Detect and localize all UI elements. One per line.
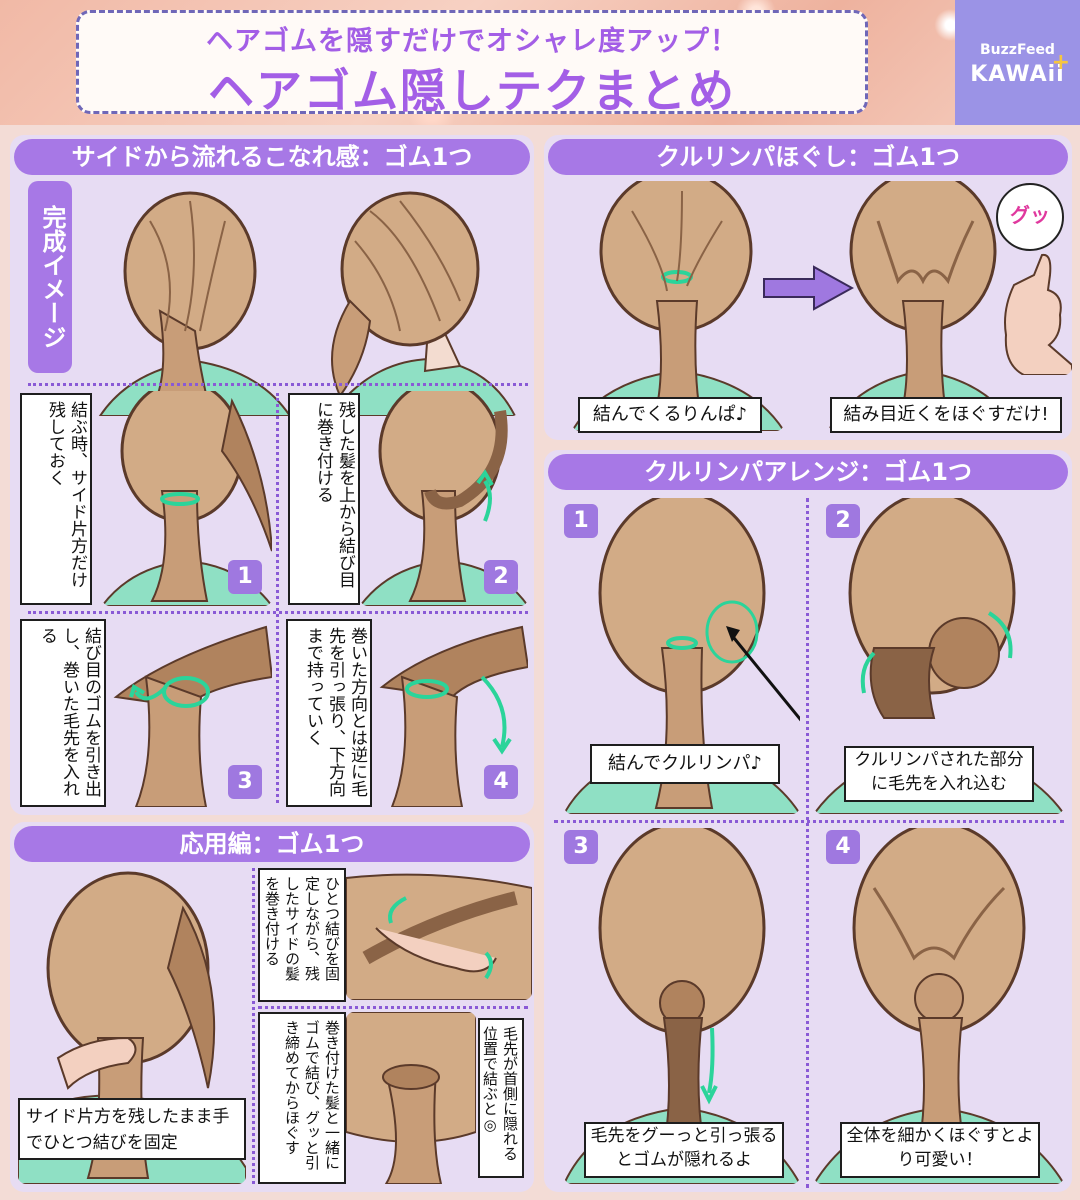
speech-bubble: グッ bbox=[996, 183, 1064, 251]
arrange-step-2-number: 2 bbox=[826, 504, 860, 538]
arrange-step-3-number: 3 bbox=[564, 830, 598, 864]
divider-line bbox=[28, 611, 528, 614]
arrange-step-4-number: 4 bbox=[826, 830, 860, 864]
kururinpa-arrange-panel: クルリンパアレンジ：ゴム1つ 1 結んでクルリンパ♪ 2 クルリンパされた部分に… bbox=[544, 450, 1072, 1192]
arrow-right-icon bbox=[763, 265, 854, 311]
applied-tie-illustration bbox=[346, 1012, 476, 1184]
applied-caption-4: 毛先が首側に隠れる位置で結ぶと◎ bbox=[478, 1018, 524, 1178]
divider-line bbox=[554, 820, 1064, 823]
side-flow-panel: サイドから流れるこなれ感：ゴム1つ 完成イメージ 結ぶ時、サイ bbox=[10, 135, 534, 815]
kururinpa-loosen-panel: クルリンパほぐし：ゴム1つ グッ 結んでくるりんぱ♪ 結み目近くをほぐすだけ! bbox=[544, 135, 1072, 440]
divider-line bbox=[28, 383, 528, 386]
side-flow-header: サイドから流れるこなれ感：ゴム1つ bbox=[14, 139, 530, 175]
arrange-step-1-number: 1 bbox=[564, 504, 598, 538]
thumbs-up-illustration bbox=[994, 195, 1072, 375]
side-step-2-number: 2 bbox=[484, 560, 518, 594]
side-step-4-caption: 巻いた方向とは逆に毛先を引っ張り、下方向まで持っていく bbox=[286, 619, 372, 807]
logo-bottom-text: KAWAii bbox=[970, 62, 1065, 87]
divider-line bbox=[252, 868, 255, 1184]
applied-caption-3: 巻き付けた髪と一緒にゴムで結び、グッと引き締めてからほぐす bbox=[258, 1012, 346, 1184]
applied-header: 応用編：ゴム1つ bbox=[14, 826, 530, 862]
kururinpa-loosen-header: クルリンパほぐし：ゴム1つ bbox=[548, 139, 1068, 175]
divider-line bbox=[276, 393, 279, 803]
divider-line bbox=[258, 1006, 528, 1009]
side-step-3-number: 3 bbox=[228, 765, 262, 799]
page-title: ヘアゴム隠しテクまとめ bbox=[208, 64, 736, 118]
finished-side-illustration bbox=[310, 181, 520, 416]
side-step-1-number: 1 bbox=[228, 560, 262, 594]
arrange-step-4-caption: 全体を細かくほぐすとより可愛い！ bbox=[840, 1122, 1040, 1178]
applied-caption-2: ひとつ結びを固定しながら、残したサイドの髪を巻き付ける bbox=[258, 868, 346, 1002]
side-step-1-illustration bbox=[102, 391, 272, 606]
applied-wrap-illustration bbox=[346, 868, 532, 1000]
applied-panel: 応用編：ゴム1つ サイド片方を残したまま手でひとつ結びを固定 ひとつ結びを固定し… bbox=[10, 822, 534, 1192]
finished-image-tag: 完成イメージ bbox=[28, 181, 72, 373]
side-step-4-number: 4 bbox=[484, 765, 518, 799]
arrange-step-2-caption: クルリンパされた部分に毛先を入れ込む bbox=[844, 746, 1034, 802]
divider-line bbox=[806, 498, 809, 1188]
side-step-4-illustration bbox=[372, 617, 528, 807]
page-subtitle: ヘアゴムを隠すだけでオシャレ度アップ！ bbox=[206, 26, 738, 57]
side-step-3-caption: 結び目のゴムを引き出し、巻いた毛先を入れる bbox=[20, 619, 106, 807]
finished-back-illustration bbox=[90, 181, 300, 416]
side-step-1-caption: 結ぶ時、サイド片方だけ残しておく bbox=[20, 393, 92, 605]
brand-logo: BuzzFeed KAWAii + bbox=[955, 0, 1080, 125]
title-box: ヘアゴムを隠すだけでオシャレ度アップ！ ヘアゴム隠しテクまとめ bbox=[76, 10, 868, 118]
kururinpa-loosen-caption-2: 結み目近くをほぐすだけ! bbox=[830, 397, 1062, 433]
arrange-step-3-caption: 毛先をグーっと引っ張るとゴムが隠れるよ bbox=[584, 1122, 784, 1178]
bubble-text: グッ bbox=[1010, 203, 1050, 227]
arrange-step-1-caption: 結んでクルリンパ♪ bbox=[590, 744, 780, 784]
kururinpa-loosen-caption-1: 結んでくるりんぱ♪ bbox=[578, 397, 762, 433]
kururinpa-before-illustration bbox=[572, 181, 784, 431]
side-step-3-illustration bbox=[106, 617, 272, 807]
logo-top-text: BuzzFeed bbox=[980, 42, 1055, 58]
applied-caption-1: サイド片方を残したまま手でひとつ結びを固定 bbox=[18, 1098, 246, 1160]
kururinpa-after-illustration bbox=[828, 181, 1018, 431]
side-step-2-caption: 残した髪を上から結び目に巻き付ける bbox=[288, 393, 360, 605]
logo-plus-icon: + bbox=[1051, 50, 1070, 75]
kururinpa-arrange-header: クルリンパアレンジ：ゴム1つ bbox=[548, 454, 1068, 490]
